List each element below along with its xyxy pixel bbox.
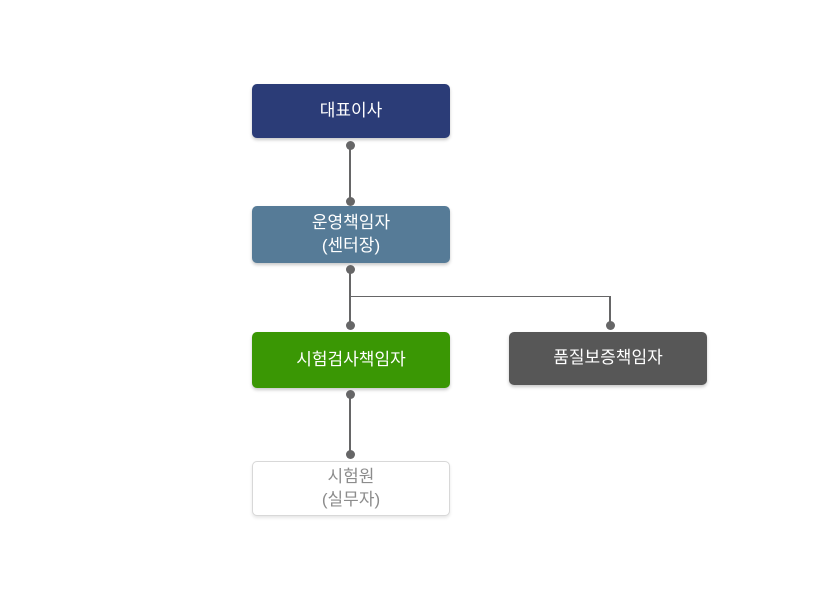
connector-dot	[345, 389, 355, 399]
node-operations-manager: 운영책임자 (센터장)	[252, 206, 450, 263]
connector-line-branch-horizontal	[349, 295, 611, 297]
connector-dot	[345, 320, 355, 330]
connector-line-ceo-operations	[349, 145, 351, 201]
node-quality-assurance-manager: 품질보증책임자	[509, 332, 707, 385]
node-test-inspection-manager: 시험검사책임자	[252, 332, 450, 388]
connector-dot	[345, 196, 355, 206]
connector-line-operations-stem	[349, 269, 351, 325]
connector-dot	[605, 320, 615, 330]
connector-line-testing-tester	[349, 394, 351, 454]
connector-dot	[345, 264, 355, 274]
node-tester-practitioner: 시험원 (실무자)	[252, 461, 450, 516]
connector-line-branch-quality	[609, 295, 611, 325]
connector-dot	[345, 449, 355, 459]
connector-dot	[345, 140, 355, 150]
node-ceo: 대표이사	[252, 84, 450, 138]
